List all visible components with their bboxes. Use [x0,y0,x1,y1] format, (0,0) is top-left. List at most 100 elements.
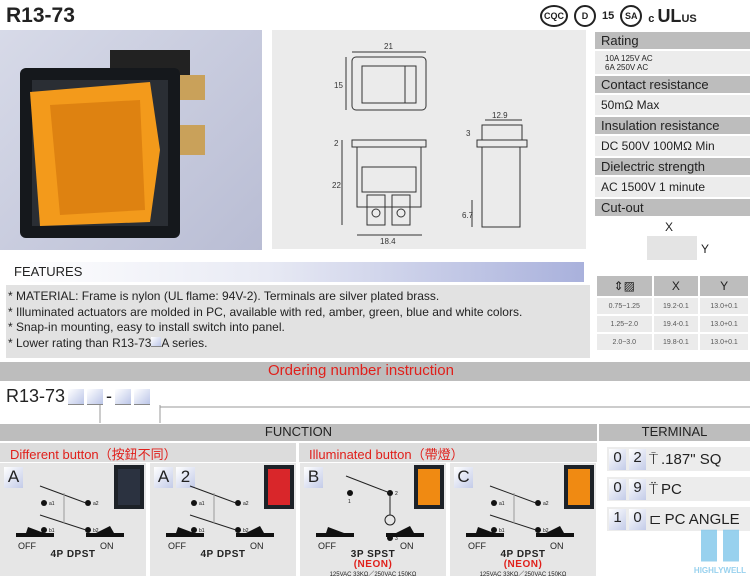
product-photo [0,30,262,250]
spec-value-insulation: DC 500V 100MΩ Min [595,136,750,158]
terminal-code-box [115,388,132,405]
different-button-heading: Different button（按鈕不同） [0,443,296,462]
terminal-heading: TERMINAL [599,424,750,441]
circuit-diagram: a1 a2 b1 b2 [489,485,549,534]
ordering-heading-bar: Ordering number instruction [0,362,750,381]
function-code: A [154,467,173,488]
csa-logo: SA [620,5,643,27]
resistor-note: 125VAC 33KΩ／250VAC 150KΩ [329,572,417,578]
order-separator: - [106,386,113,406]
rocker-position-icons [16,526,124,537]
resistor-note: 125VAC 33KΩ／250VAC 150KΩ [479,572,567,578]
rocker-switch-image [20,50,205,238]
dim-body: 22 [332,181,341,190]
certification-logos: CQC D 15 SA c ULUS [540,2,750,30]
function-code: C [454,467,473,488]
off-label: OFF [318,541,336,551]
function-code-label: A [4,467,23,488]
pc-angle-terminal-icon: ⊏ [649,511,662,528]
spec-value-contact: 50mΩ Max [595,95,750,117]
enec-logo: 15 [602,10,615,22]
function-code: B [304,467,323,488]
dim-flange: 2 [334,139,339,148]
switch-type: 3P SPST [350,549,396,560]
dim-width: 21 [384,42,393,51]
svg-text:1: 1 [348,499,351,505]
off-label: OFF [468,541,486,551]
switch-type: 4P DPST [200,549,246,560]
svg-text:a2: a2 [243,501,249,507]
function-code-label: C [454,467,473,488]
spec-label-cutout: Cut-out [595,199,750,218]
spec-label-insulation: Insulation resistance [595,117,750,136]
on-label: ON [550,541,564,551]
svg-text:a2: a2 [93,501,99,507]
svg-text:3: 3 [395,536,398,542]
feature-item: * Illuminated actuators are molded in PC… [8,304,523,319]
function-code-box [87,388,104,405]
ordering-code: R13-73 - [6,386,151,407]
on-label: ON [250,541,264,551]
cutout-box [647,236,697,260]
dim-terminal: 6.7 [462,211,474,220]
quick-connect-terminal-icon: ⍑ [649,450,659,468]
vde-logo: D [574,5,596,27]
cutout-x: X [665,220,674,234]
off-label: OFF [18,541,36,551]
cutout-y: Y [701,242,710,256]
feature-item: * MATERIAL: Frame is nylon (UL flame: 94… [8,289,440,303]
function-panel: B 1 2 3 OFF ON 3P SPST (NEON) 125VAC 33KΩ／2… [300,463,446,578]
on-label: ON [100,541,114,551]
illuminated-button-heading: Illuminated button（帶燈） [299,443,597,462]
svg-text:b2: b2 [243,528,249,534]
svg-text:b1: b1 [499,528,505,534]
svg-text:b2: b2 [543,528,549,534]
svg-text:b1: b1 [199,528,205,534]
svg-text:a1: a1 [499,501,505,507]
svg-text:a2: a2 [543,501,549,507]
features-list: * MATERIAL: Frame is nylon (UL flame: 94… [6,285,590,358]
neon-label: (NEON) [353,559,393,570]
rocker-position-icons [166,526,274,537]
dim-actuator: 3 [466,129,471,138]
switch-thumbnail [114,465,144,509]
ordering-heading: Ordering number instruction [268,362,454,379]
dim-base: 18.4 [380,237,396,246]
rocker-position-icons [466,526,574,537]
dimension-drawing: 21 15 2 22 18.4 12.9 3 6.7 [272,30,586,249]
circuit-diagram: a1 a2 b1 b2 [39,485,99,534]
order-connector-lines [99,405,750,423]
highlywell-watermark: ▮▮HIGHLYWELL [693,521,747,575]
spec-label-rating: Rating [595,32,750,51]
col-x: X [653,276,699,296]
off-label: OFF [168,541,186,551]
function-code: 2 [176,467,195,488]
neon-label: (NEON) [503,559,543,570]
on-label: ON [400,541,414,551]
spec-label-contact: Contact resistance [595,76,750,95]
svg-text:a1: a1 [49,501,55,507]
svg-text:2: 2 [395,491,398,497]
terminal-code-box [134,388,151,405]
function-code: A [4,467,23,488]
feature-item: * Snap-in mounting, easy to install swit… [8,320,285,334]
switch-thumbnail [264,465,294,509]
svg-text:b1: b1 [49,528,55,534]
svg-text:b2: b2 [93,528,99,534]
cutout-diagram: X Y [595,218,750,274]
cul-logo: c ULUS [648,5,697,26]
function-heading: FUNCTION [0,424,597,441]
